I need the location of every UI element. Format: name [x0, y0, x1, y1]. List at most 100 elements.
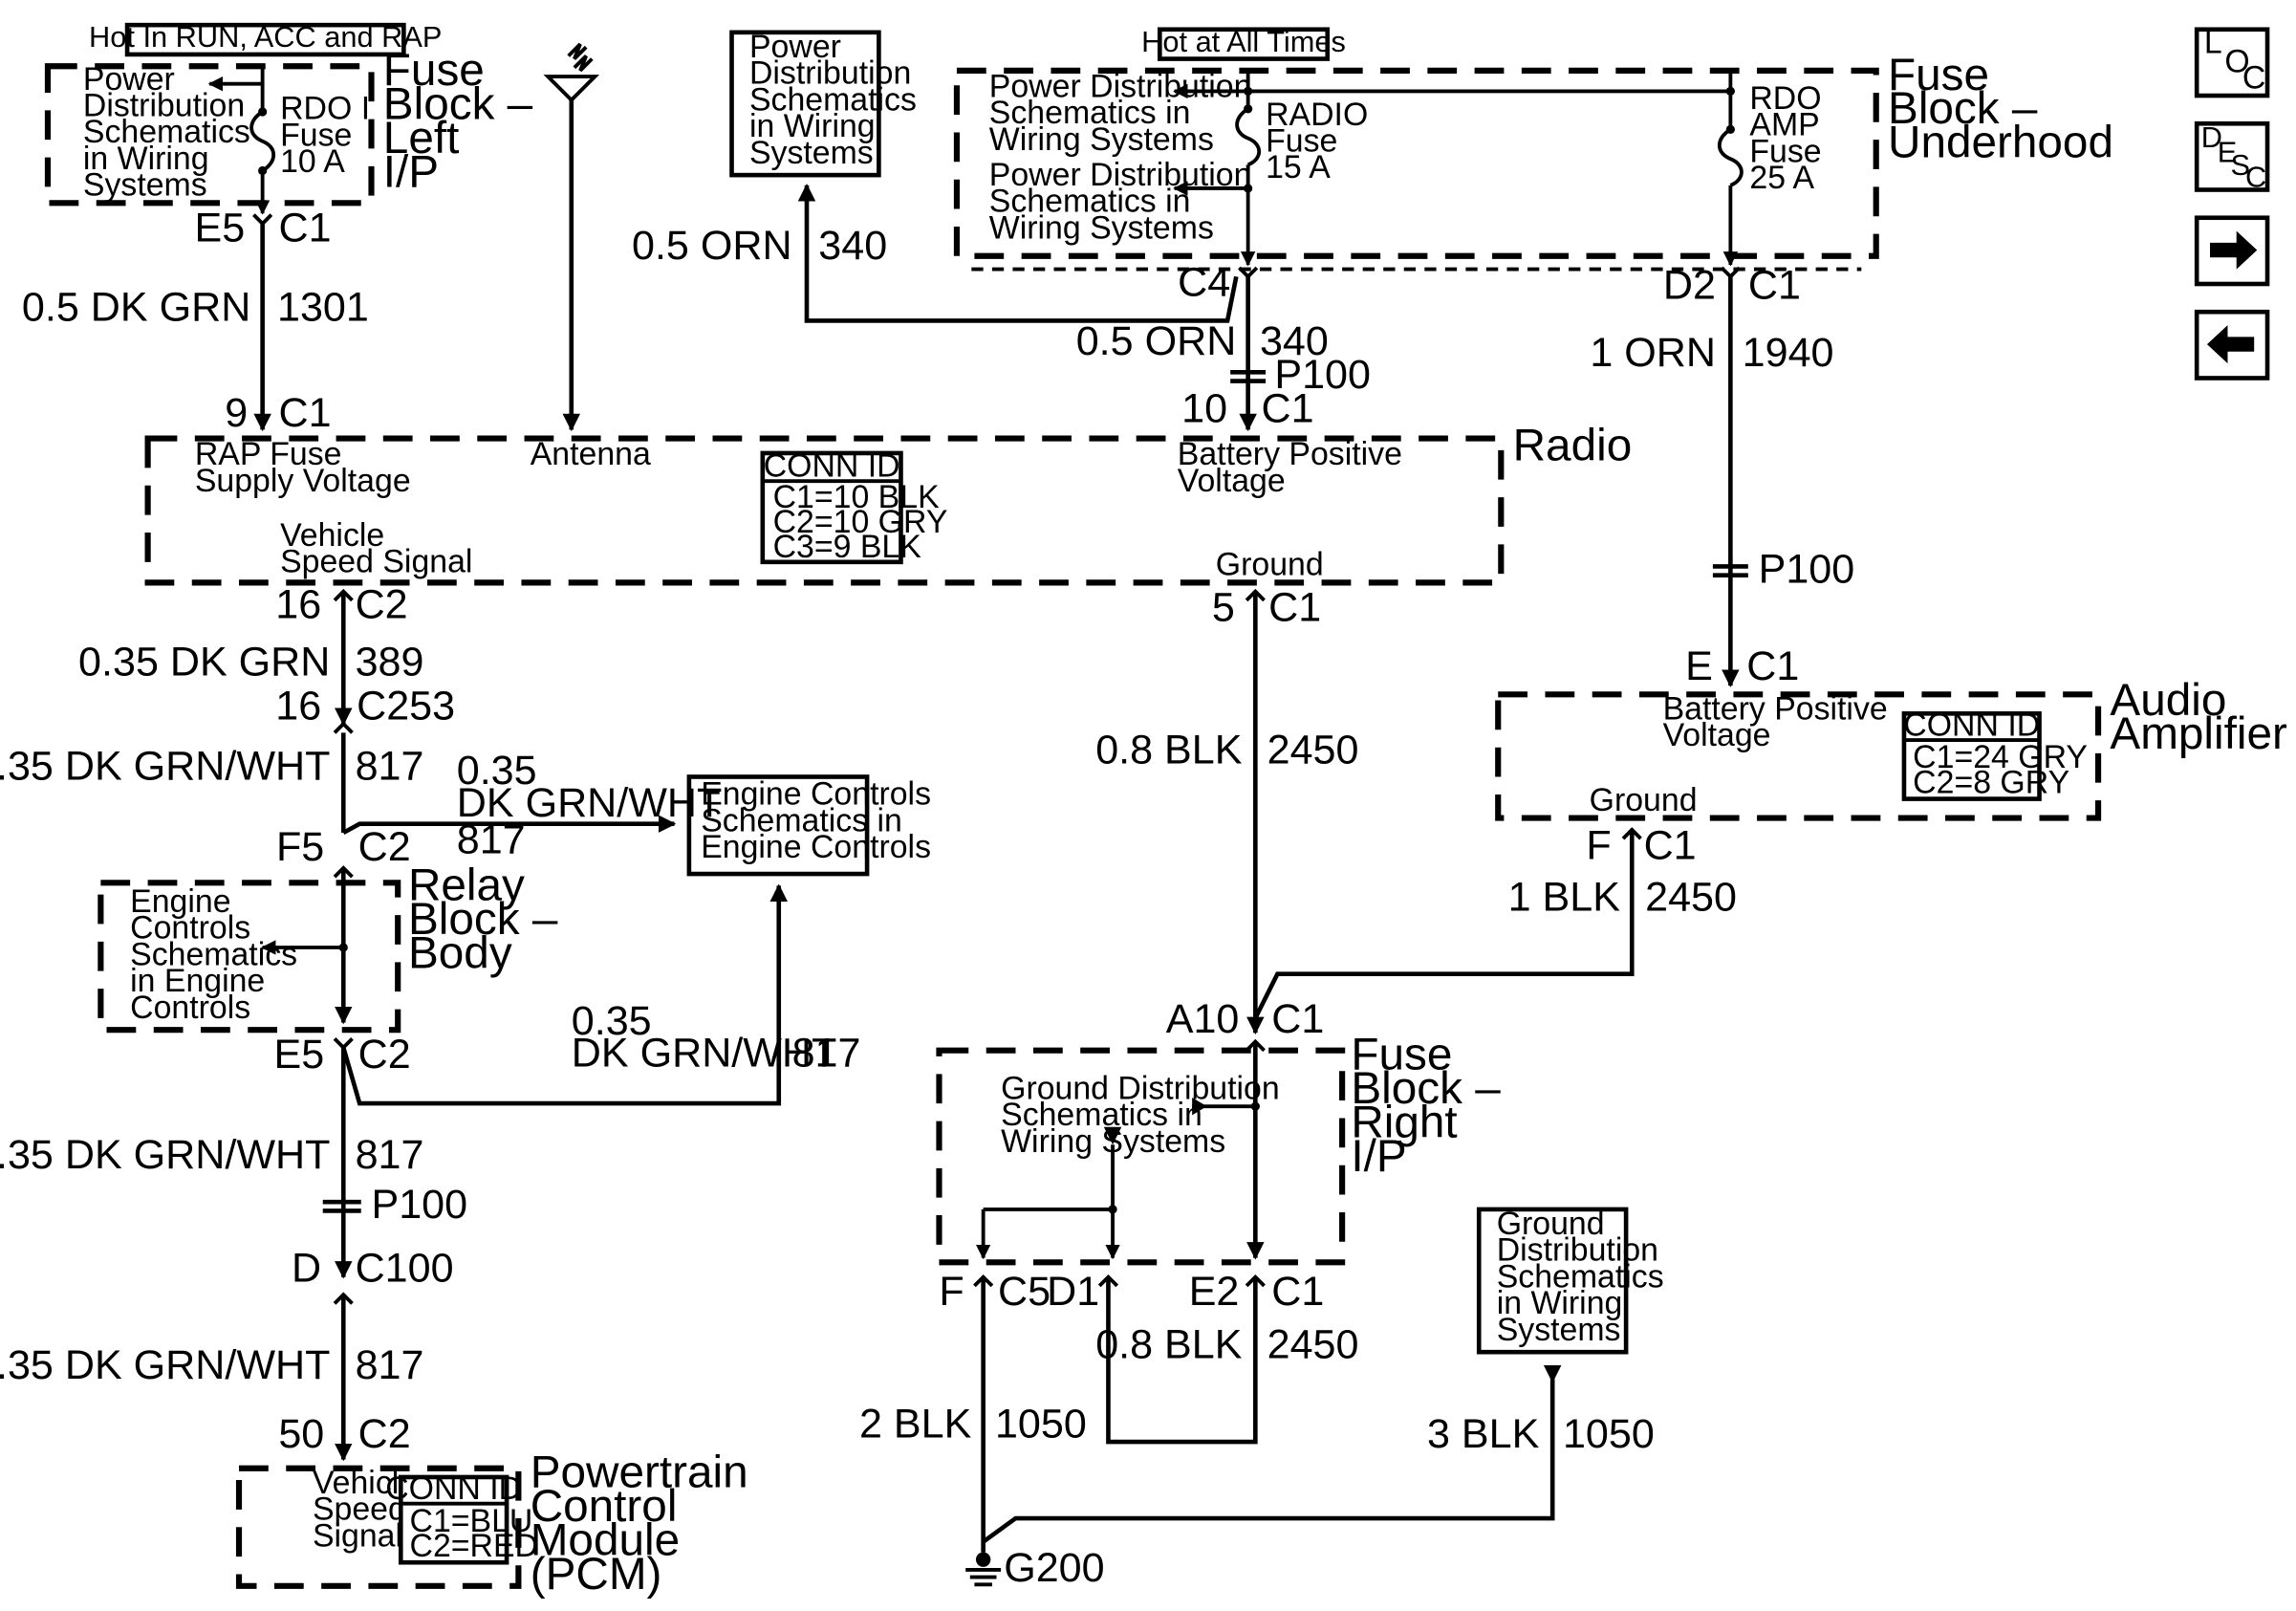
svg-text:D: D: [292, 1245, 321, 1291]
conn-16-c2: 16 C2: [275, 581, 407, 627]
svg-text:Block –: Block –: [1351, 1063, 1501, 1114]
right-arrow-icon: [2210, 230, 2258, 270]
wire-340-top-label: 0.5 ORN 340: [632, 223, 887, 269]
loc-button[interactable]: L O C: [2194, 24, 2270, 98]
svg-text:E: E: [2218, 135, 2238, 168]
svg-text:E2: E2: [1189, 1269, 1240, 1315]
svg-text:CONN ID: CONN ID: [385, 1470, 522, 1507]
conn-f-c5: F C5: [939, 1269, 1051, 1315]
next-arrow-button[interactable]: [2194, 215, 2270, 287]
svg-text:0.35 DK GRN: 0.35 DK GRN: [78, 639, 330, 685]
svg-text:Underhood: Underhood: [1888, 118, 2113, 168]
svg-text:10: 10: [1181, 386, 1227, 432]
svg-text:C5: C5: [998, 1269, 1051, 1315]
svg-text:Block –: Block –: [1888, 83, 2038, 134]
ground-dist-ref-box: Ground Distribution Schematics in Wiring…: [1476, 1206, 1664, 1355]
svg-text:Amplifier: Amplifier: [2110, 708, 2287, 759]
svg-text:A10: A10: [1166, 996, 1240, 1042]
svg-text:Power Distribution: Power Distribution: [989, 69, 1252, 105]
radio-pin-batt: Battery Positive Voltage: [1178, 436, 1402, 499]
svg-text:Signal: Signal: [313, 1517, 402, 1554]
fuse-block-underhood-label: Fuse Block – Underhood: [1888, 50, 2113, 168]
p100-amp-inline: [1712, 564, 1748, 577]
svg-text:C1: C1: [1271, 1269, 1324, 1315]
conn-e2-c1: E2 C1: [1189, 1269, 1325, 1315]
svg-text:25 A: 25 A: [1749, 160, 1814, 196]
left-arrow-icon: [2206, 325, 2255, 364]
svg-text:Controls: Controls: [130, 910, 250, 947]
conn-16-c253: 16 C253: [275, 683, 455, 729]
p100-radio-inline: [1230, 370, 1267, 383]
hot-at-all-times-tag: Hot at All Times: [1141, 25, 1346, 61]
svg-text:1050: 1050: [1563, 1411, 1655, 1457]
ground-g200-icon: [965, 1552, 1002, 1587]
svg-text:Engine Controls: Engine Controls: [701, 829, 931, 865]
svg-text:0.5 ORN: 0.5 ORN: [632, 223, 792, 269]
conn-9-c1: 9 C1: [225, 390, 331, 436]
svg-text:RAP Fuse: RAP Fuse: [195, 436, 342, 472]
radio-module: [144, 435, 1505, 586]
fuse-radio-label: RADIO Fuse 15 A: [1266, 97, 1368, 185]
wire-389-label: 0.35 DK GRN 389: [78, 639, 423, 685]
svg-text:RADIO: RADIO: [1266, 97, 1368, 133]
svg-text:Ground Distribution: Ground Distribution: [1001, 1070, 1280, 1106]
svg-text:Battery Positive: Battery Positive: [1663, 690, 1888, 727]
svg-text:Controls: Controls: [130, 990, 250, 1026]
svg-text:Powertrain: Powertrain: [531, 1448, 748, 1498]
desc-button[interactable]: D E S C: [2194, 120, 2270, 194]
svg-text:Fuse: Fuse: [1888, 50, 1989, 100]
engine-controls-ref-box: Engine Controls Schematics in Engine Con…: [686, 774, 931, 877]
pcm-pin-vss: Vehicle Speed Signal: [313, 1465, 417, 1554]
conn-d1: D1: [1047, 1269, 1099, 1315]
svg-text:340: 340: [1260, 318, 1329, 364]
svg-text:0.8 BLK: 0.8 BLK: [1095, 1321, 1243, 1367]
radio-conn-id: CONN ID C1=10 BLK C2=10 GRY C3=9 BLK: [760, 448, 947, 565]
relay-block-body: [97, 880, 401, 1034]
svg-text:AMP: AMP: [1749, 107, 1819, 143]
svg-text:9: 9: [225, 390, 248, 436]
svg-text:Power: Power: [83, 61, 175, 98]
svg-text:C1: C1: [1261, 386, 1313, 432]
power-dist-ref-uh-2: Power Distribution Schematics in Wiring …: [989, 157, 1252, 246]
svg-text:O: O: [2224, 43, 2249, 79]
hot-in-run-tag: Hot In RUN, ACC and RAP: [89, 20, 442, 57]
svg-text:Power: Power: [749, 29, 841, 65]
svg-text:C1=24 GRY: C1=24 GRY: [1913, 739, 2088, 775]
conn-f-c1: F C1: [1586, 823, 1696, 869]
wire-1050-b-label: 3 BLK 1050: [1427, 1411, 1655, 1457]
conn-10-c1: 10 C1: [1181, 386, 1313, 432]
svg-text:Speed Signal: Speed Signal: [280, 544, 472, 580]
radio-pin-antenna: Antenna: [531, 436, 651, 472]
svg-text:Distribution: Distribution: [83, 88, 245, 124]
svg-text:1301: 1301: [277, 284, 369, 330]
svg-text:0.8 BLK: 0.8 BLK: [1095, 728, 1243, 773]
conn-a10-c1: A10 C1: [1166, 996, 1325, 1042]
prev-arrow-button[interactable]: [2194, 309, 2270, 381]
svg-text:in Engine: in Engine: [130, 963, 265, 999]
svg-text:15 A: 15 A: [1266, 149, 1331, 185]
p100-pcm-inline: [322, 1199, 361, 1213]
svg-text:I/P: I/P: [383, 146, 439, 197]
svg-text:Engine: Engine: [130, 883, 230, 920]
relay-block-body-label: Relay Block – Body: [408, 860, 558, 979]
svg-text:C100: C100: [356, 1245, 454, 1291]
conn-d-c100: D C100: [292, 1245, 454, 1291]
ground-dist-ref-rip: Ground Distribution Schematics in Wiring…: [1001, 1070, 1280, 1159]
svg-text:F5: F5: [276, 824, 324, 870]
conn-p100-radio: P100: [1274, 352, 1371, 398]
svg-text:C1=10 BLK: C1=10 BLK: [773, 479, 940, 515]
svg-text:Hot In RUN, ACC and RAP: Hot In RUN, ACC and RAP: [89, 20, 442, 54]
svg-text:in Wiring: in Wiring: [749, 108, 876, 144]
svg-text:Schematics: Schematics: [1497, 1258, 1664, 1295]
fuse-block-left-ip: [44, 63, 375, 207]
svg-text:Audio: Audio: [2110, 675, 2226, 726]
svg-text:C2: C2: [356, 581, 408, 627]
fuse-block-underhood: [953, 67, 1879, 259]
svg-text:RDO: RDO: [1749, 80, 1821, 117]
svg-text:CONN ID: CONN ID: [764, 448, 900, 485]
pcm-conn-id: CONN ID C1=BLU C2=RED: [385, 1470, 538, 1565]
svg-text:C: C: [2245, 160, 2266, 193]
svg-text:0.35 DK GRN/WHT: 0.35 DK GRN/WHT: [0, 1342, 330, 1388]
svg-text:S: S: [2231, 148, 2251, 182]
svg-text:E: E: [1685, 643, 1713, 689]
